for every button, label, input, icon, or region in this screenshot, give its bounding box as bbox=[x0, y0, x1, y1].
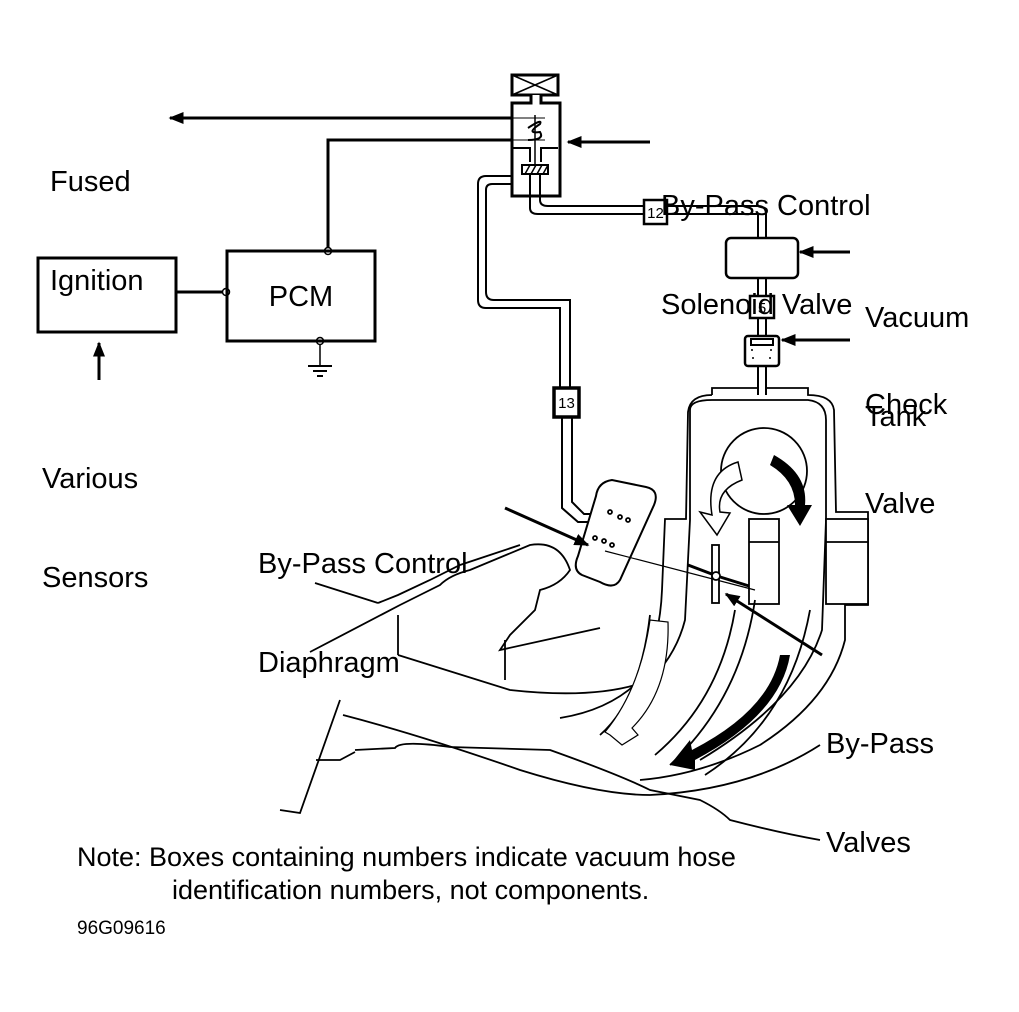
check-valve bbox=[743, 334, 781, 368]
label-vacuum-tank-line2: Tank bbox=[865, 401, 927, 433]
note-line2: identification numbers, not components. bbox=[172, 875, 650, 905]
label-various-sensors-line2: Sensors bbox=[42, 562, 149, 594]
airflow-arrows bbox=[604, 455, 812, 770]
label-fused-ignition-line1: Fused bbox=[50, 166, 131, 198]
label-fused-ignition: Fused Ignition bbox=[50, 100, 144, 331]
wiring bbox=[168, 112, 512, 377]
label-check-valve: Check Valve bbox=[865, 323, 947, 554]
hose-number-13: 13 bbox=[558, 395, 575, 412]
label-bypass-solenoid-line1: By-Pass Control bbox=[661, 190, 871, 222]
label-various-sensors-line1: Various bbox=[42, 463, 139, 495]
label-bypass-diaphragm: By-Pass Control Diaphragm bbox=[258, 482, 468, 713]
callout-arrows bbox=[504, 136, 850, 657]
label-fused-ignition-line2: Ignition bbox=[50, 265, 144, 297]
hose-box-12: 12 bbox=[642, 198, 669, 226]
label-check-valve-line2: Valve bbox=[865, 488, 936, 520]
label-bypass-valves-line1: By-Pass bbox=[826, 728, 934, 760]
bypass-solenoid-valve bbox=[510, 73, 562, 198]
label-bypass-solenoid: By-Pass Control Solenoid Valve bbox=[661, 124, 871, 355]
hose-box-5: 5 bbox=[748, 294, 776, 320]
pcm-label: PCM bbox=[269, 281, 333, 313]
label-bypass-valves: By-Pass Valves bbox=[826, 662, 934, 893]
hose-number-12: 12 bbox=[647, 205, 664, 222]
sensors-box bbox=[36, 256, 178, 380]
hose-box-13: 13 bbox=[552, 386, 581, 419]
figure-id: 96G09616 bbox=[77, 918, 166, 939]
label-check-valve-line1: Check bbox=[865, 389, 948, 421]
label-bypass-solenoid-line2: Solenoid Valve bbox=[661, 289, 853, 321]
label-bypass-valves-line2: Valves bbox=[826, 827, 911, 859]
label-various-sensors: Various Sensors bbox=[42, 397, 148, 628]
hose-number-5: 5 bbox=[758, 300, 766, 317]
label-bypass-diaphragm-line2: Diaphragm bbox=[258, 647, 400, 679]
vacuum-hoses bbox=[477, 174, 767, 523]
label-vacuum-tank: Vacuum Tank bbox=[865, 236, 969, 467]
label-bypass-diaphragm-line1: By-Pass Control bbox=[258, 548, 468, 580]
label-vacuum-tank-line1: Vacuum bbox=[865, 302, 970, 334]
vacuum-tank bbox=[724, 236, 800, 280]
note-line1: Note: Boxes containing numbers indicate … bbox=[77, 842, 736, 872]
pcm-module: PCM bbox=[225, 249, 377, 343]
